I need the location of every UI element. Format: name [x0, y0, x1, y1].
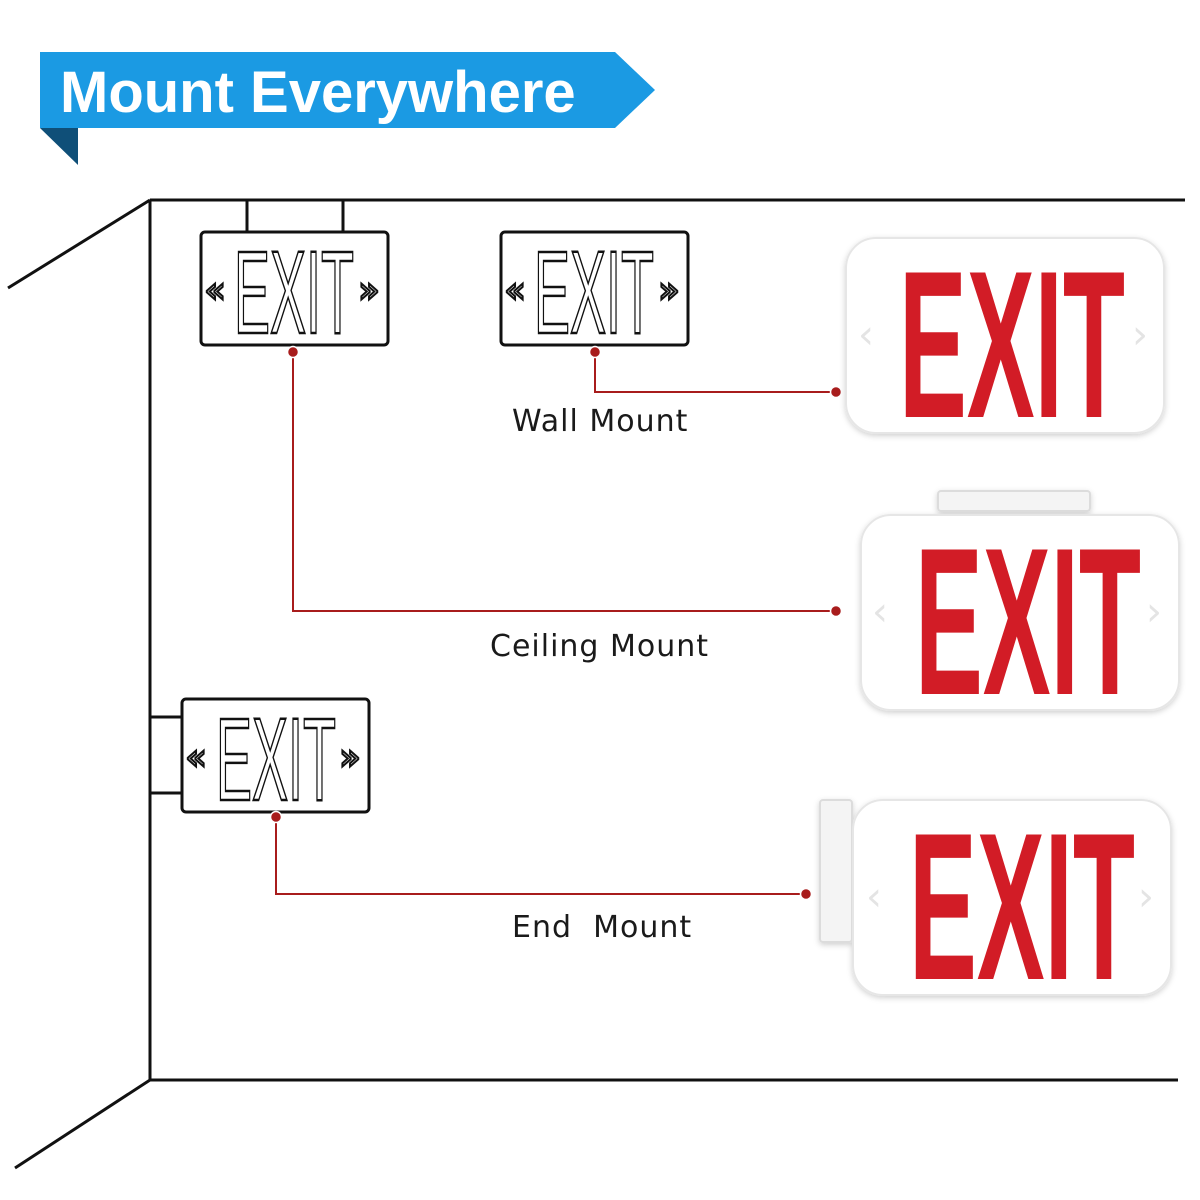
sign-housing [852, 799, 1172, 996]
ceiling-mount-outline-sign: « EXIT » [199, 200, 390, 360]
wall-connector-line [594, 352, 836, 393]
left-chevron-icon: « [504, 270, 526, 311]
end-connector-start-dot [269, 810, 283, 824]
right-chevron-icon: » [358, 270, 380, 311]
red-exit-text: EXIT [899, 227, 1125, 462]
faint-right-chevron-icon: › [1146, 589, 1162, 635]
faint-left-chevron-icon: ‹ [858, 312, 874, 358]
room-outline [7, 198, 1185, 1170]
wall-connector-start-dot [588, 345, 602, 359]
banner-ribbon [40, 52, 655, 128]
sign-housing [845, 237, 1165, 434]
end-bracket [819, 799, 853, 943]
connectors [275, 352, 836, 895]
ceiling-connector-line [292, 352, 836, 612]
wall-connector-end-dot [829, 385, 843, 399]
left-chevron-icon: « [204, 270, 226, 311]
end-connector-end-dot [799, 887, 813, 901]
end-mount-outline-sign: « EXIT » [150, 693, 371, 827]
ceiling-canopy [937, 490, 1091, 512]
red-exit-text: EXIT [909, 789, 1135, 1024]
connector-dots [269, 345, 843, 901]
sign-housing [860, 514, 1180, 711]
ceiling-perspective-line [7, 198, 151, 290]
wall-mount-label: Wall Mount [512, 404, 688, 439]
outline-exit-text: EXIT [234, 227, 354, 359]
floor-perspective-line [14, 1078, 151, 1170]
wall-mount-outline-sign: « EXIT » [499, 226, 690, 360]
ceiling-mount-red-exit-sign: ‹ › EXIT [860, 490, 1180, 739]
outline-exit-text: EXIT [216, 694, 336, 826]
ceiling-connector-start-dot [286, 345, 300, 359]
wall-mount-red-exit-sign: ‹ › EXIT [845, 227, 1165, 462]
faint-left-chevron-icon: ‹ [866, 874, 882, 920]
faint-left-chevron-icon: ‹ [872, 589, 888, 635]
ceiling-mount-label: Ceiling Mount [490, 629, 709, 664]
banner-title: Mount Everywhere [60, 60, 576, 125]
red-exit-text: EXIT [915, 504, 1141, 739]
end-connector-line [275, 817, 806, 895]
end-mount-red-exit-sign: ‹ › EXIT [819, 789, 1172, 1024]
outline-exit-text: EXIT [534, 227, 654, 359]
title-banner: Mount Everywhere [40, 52, 655, 165]
faint-right-chevron-icon: › [1132, 312, 1148, 358]
right-chevron-icon: » [658, 270, 680, 311]
end-mount-label: End Mount [512, 910, 692, 945]
outline-sign-body [199, 230, 390, 347]
ceiling-connector-end-dot [829, 604, 843, 618]
faint-right-chevron-icon: › [1138, 874, 1154, 920]
banner-fold [40, 128, 78, 165]
outline-sign-body [499, 230, 690, 347]
left-chevron-icon: « [185, 737, 207, 778]
right-chevron-icon: » [339, 737, 361, 778]
